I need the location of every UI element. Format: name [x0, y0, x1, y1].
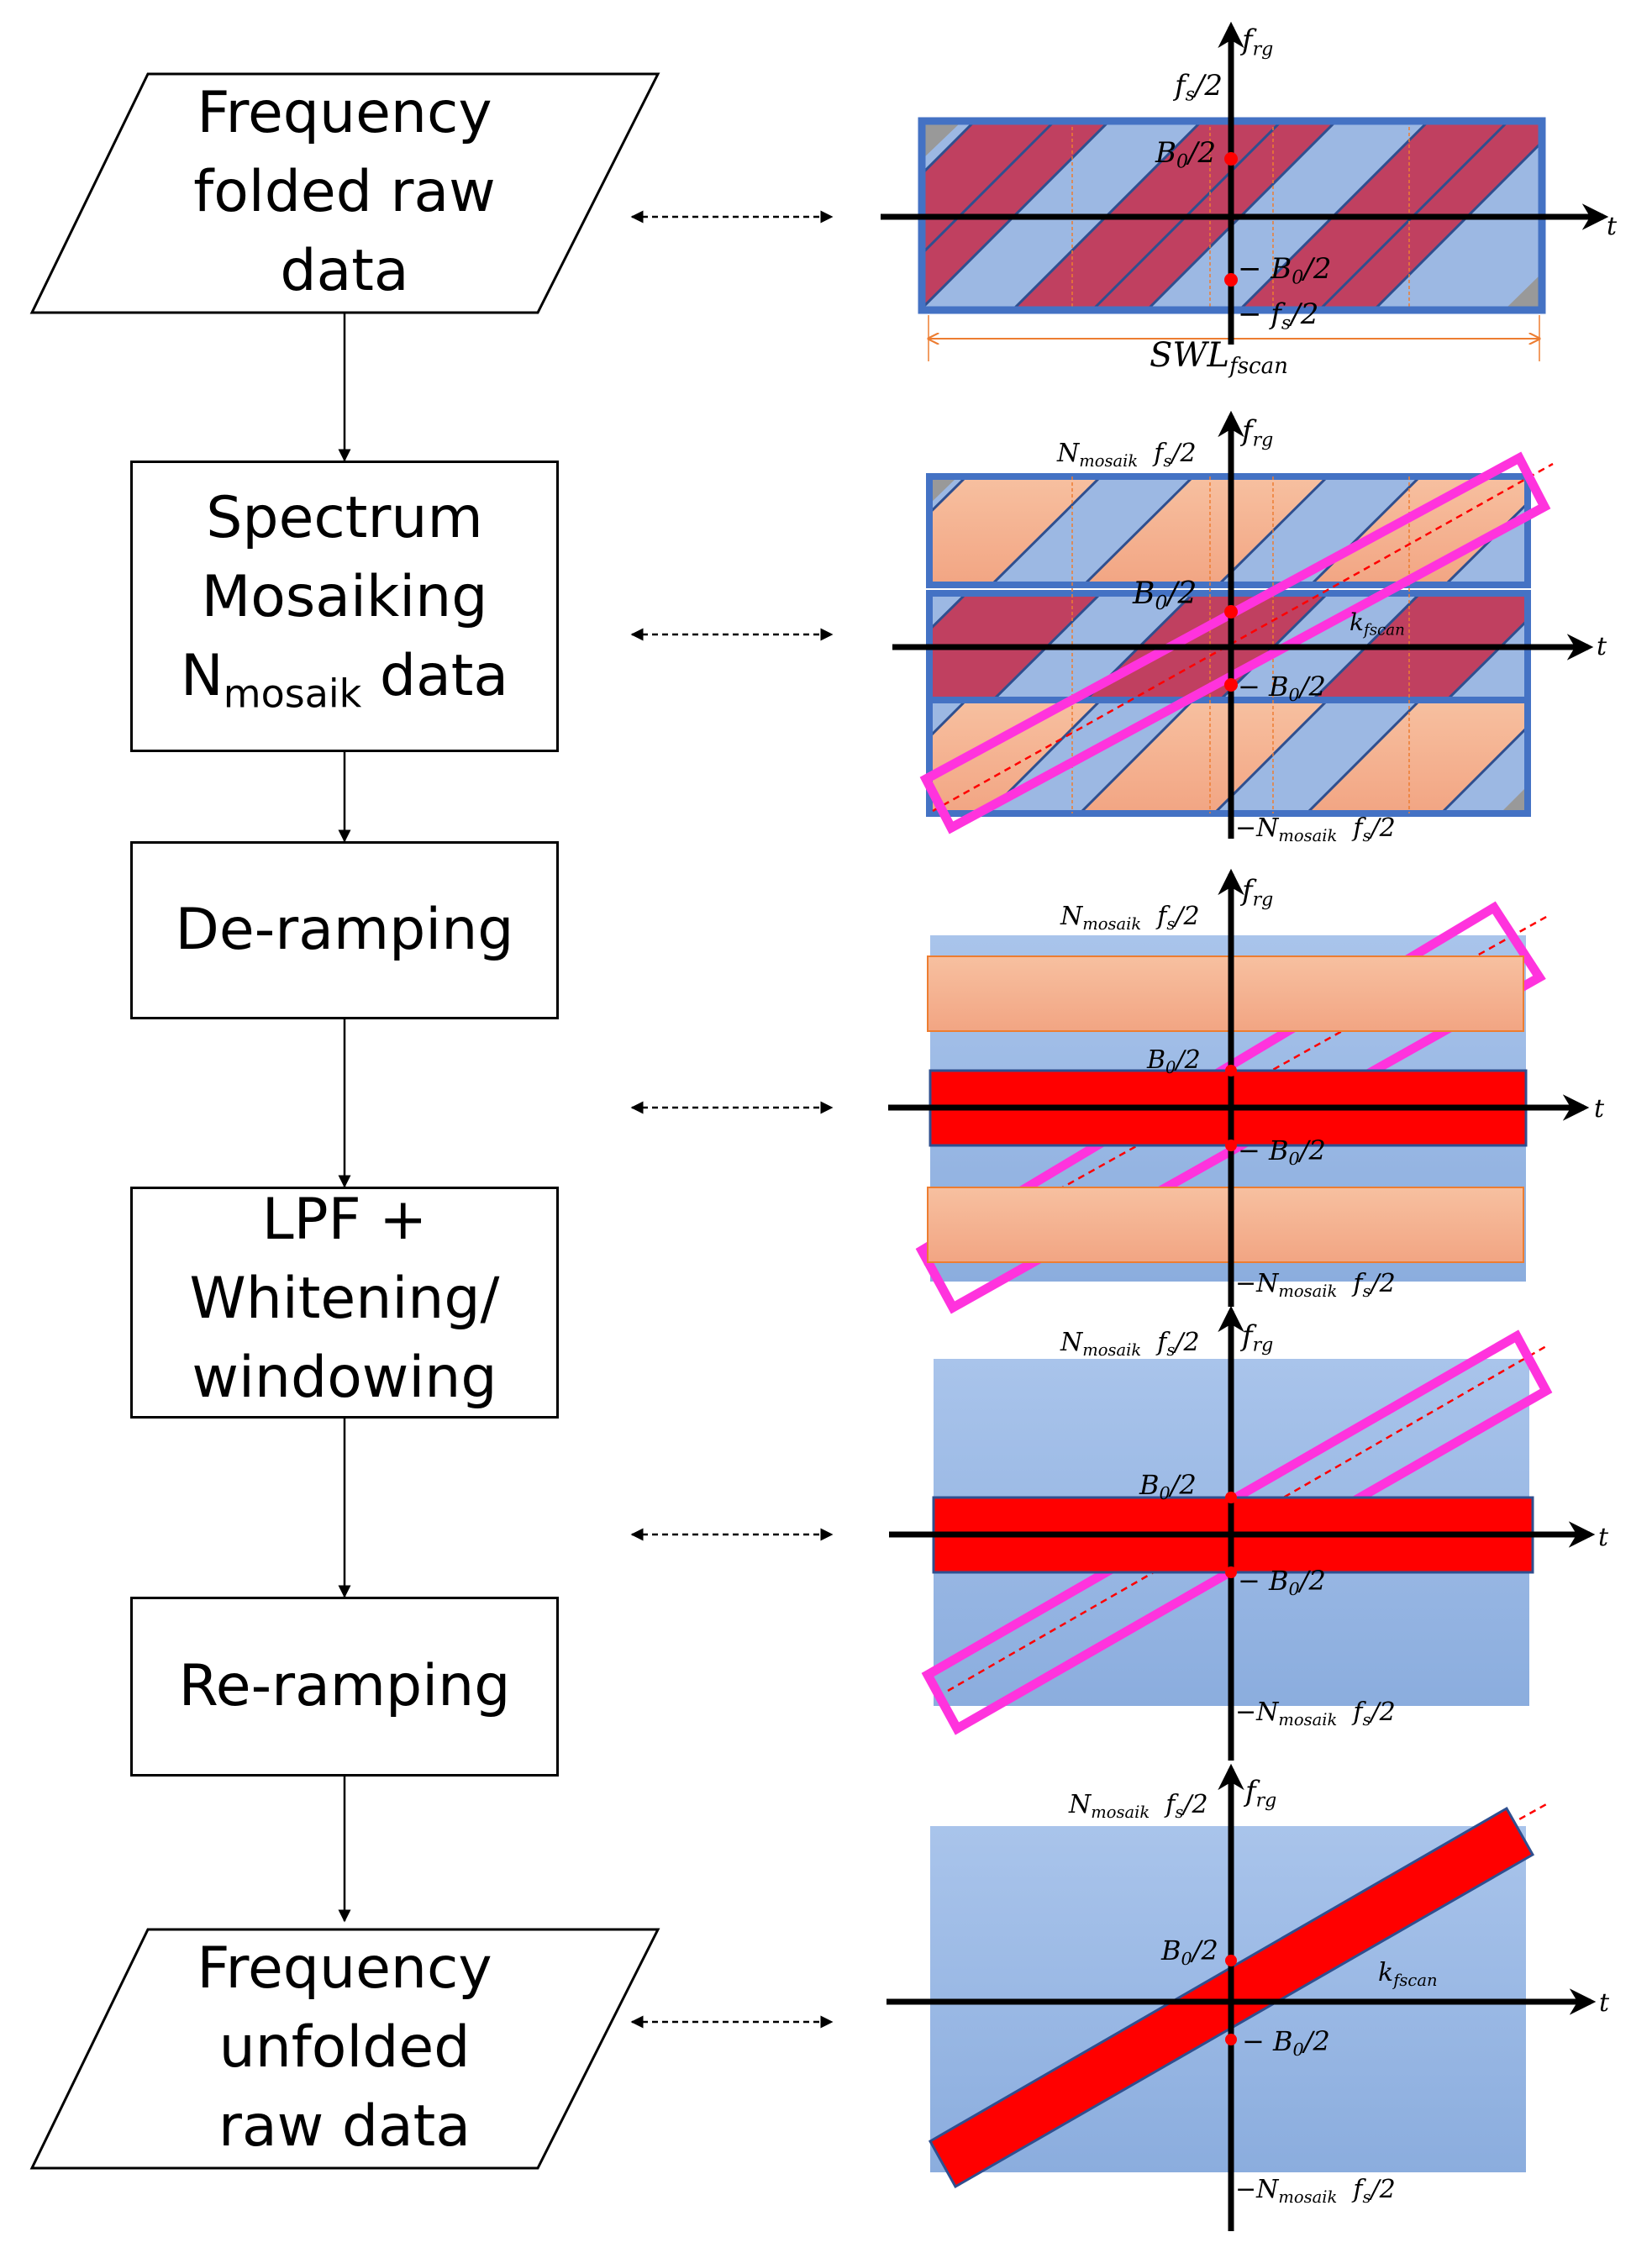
- p4-b0-half-label: B0/2: [1139, 1469, 1197, 1504]
- step1-line2: folded raw: [193, 159, 496, 225]
- step4-line1: LPF +: [261, 1187, 428, 1253]
- step3-label: De-ramping: [175, 897, 514, 963]
- step4-line3: windowing: [192, 1345, 497, 1411]
- p4-neg-nmosaik-label: −Nmosaik fs/2: [1235, 1698, 1396, 1729]
- p5-neg-b0-half-label: − B0/2: [1242, 2025, 1330, 2061]
- step2-n: N: [180, 643, 224, 710]
- step2-line2: Mosaiking: [201, 564, 488, 631]
- p1-b0-half-label: B0/2: [1155, 136, 1217, 173]
- panel-unfolded: [887, 1763, 1597, 2231]
- dashed-links: [630, 210, 834, 2029]
- panel-lpf-whitening: [889, 1305, 1596, 1761]
- step2-data: data: [361, 643, 509, 710]
- step1-line3: data: [280, 238, 409, 304]
- p3-t-label: t: [1594, 1094, 1605, 1124]
- p2-t-label: t: [1597, 632, 1607, 661]
- p5-kfscan-label: kfscan: [1378, 1958, 1438, 1990]
- step4-line2: Whitening/: [189, 1266, 500, 1332]
- p5-t-label: t: [1599, 1988, 1610, 2018]
- io-shape-folded: [29, 72, 660, 314]
- panel-deramping: [888, 868, 1590, 1314]
- panel-folded-spectrum: [881, 21, 1609, 361]
- p1-fs-half-label: fs/2: [1175, 69, 1223, 106]
- p1-frg-label: frg: [1242, 24, 1274, 61]
- step1-line1: Frequency: [197, 80, 492, 146]
- step5-label: Re-ramping: [178, 1653, 511, 1719]
- step-frequency-unfolded: Frequency unfolded raw data: [109, 1929, 580, 2166]
- p2-neg-nmosaik-label: −Nmosaik fs/2: [1235, 813, 1396, 845]
- step6-line3: raw data: [218, 2093, 471, 2160]
- p3-neg-nmosaik-label: −Nmosaik fs/2: [1235, 1269, 1396, 1301]
- p2-b0-half-label: B0/2: [1133, 576, 1197, 615]
- p5-neg-nmosaik-label: −Nmosaik fs/2: [1235, 2175, 1396, 2207]
- step-lpf-whitening: LPF + Whitening/ windowing: [130, 1187, 559, 1419]
- p5-frg-label: frg: [1245, 1775, 1277, 1812]
- step-reramping: Re-ramping: [130, 1597, 559, 1777]
- p3-nmosaik-fs-label: Nmosaik fs/2: [1060, 902, 1200, 934]
- io-shape-unfolded: [29, 1928, 660, 2170]
- step-frequency-folded: Frequency folded raw data: [109, 74, 580, 311]
- p4-frg-label: frg: [1242, 1319, 1274, 1356]
- step2-n-sub: mosaik: [223, 671, 362, 717]
- step2-line1: Spectrum: [206, 485, 483, 552]
- step2-line3: Nmosaik data: [181, 637, 508, 734]
- p2-neg-b0-half-label: − B0/2: [1238, 671, 1326, 706]
- p3-b0-half-label: B0/2: [1147, 1045, 1201, 1077]
- p5-nmosaik-fs-label: Nmosaik fs/2: [1069, 1790, 1208, 1822]
- p2-kfscan-label: kfscan: [1349, 608, 1405, 640]
- p2-frg-label: frg: [1242, 414, 1274, 451]
- p4-t-label: t: [1598, 1523, 1609, 1552]
- step-spectrum-mosaiking: Spectrum Mosaiking Nmosaik data: [130, 461, 559, 752]
- panel-mosaiking: [892, 410, 1594, 839]
- p1-neg-fs-half-label: − fs/2: [1238, 297, 1319, 334]
- p3-neg-b0-half-label: − B0/2: [1238, 1134, 1326, 1170]
- p3-frg-label: frg: [1242, 874, 1274, 911]
- p4-nmosaik-fs-label: Nmosaik fs/2: [1060, 1328, 1200, 1360]
- step-deramping: De-ramping: [130, 841, 559, 1019]
- p5-b0-half-label: B0/2: [1161, 1935, 1218, 1970]
- p1-swl-label: SWLfscan: [1150, 336, 1288, 379]
- p2-nmosaik-fs-label: Nmosaik fs/2: [1057, 439, 1197, 471]
- p4-neg-b0-half-label: − B0/2: [1238, 1565, 1326, 1600]
- step6-line2: unfolded: [218, 2014, 471, 2081]
- p1-neg-b0-half-label: − B0/2: [1238, 252, 1332, 289]
- p1-t-label: t: [1607, 212, 1618, 241]
- step6-line1: Frequency: [197, 1935, 492, 2002]
